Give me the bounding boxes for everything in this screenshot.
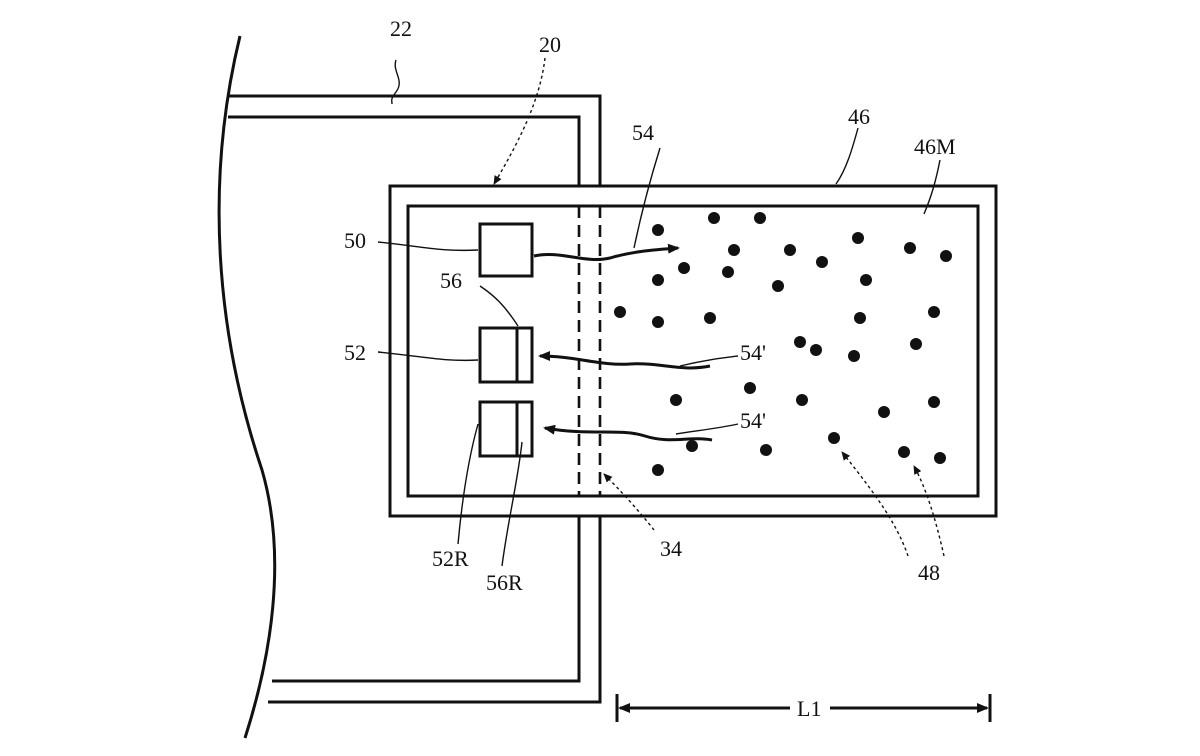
module-46M-inner [406,204,980,498]
arrow-54p-upper-incoming [538,351,711,370]
particle-dot [754,212,766,224]
label-L1: L1 [797,696,821,721]
particle-dot [728,244,740,256]
particle-dot [910,338,922,350]
label-52: 52 [344,340,366,365]
label-34: 34 [660,536,682,561]
particle-dot [928,396,940,408]
particles-48 [614,212,952,476]
label-54p-upper: 54' [740,340,766,365]
boundary-34-dashed [577,206,602,496]
label-46: 46 [848,104,870,129]
particle-dot [722,266,734,278]
particle-dot [828,432,840,444]
particle-dot [854,312,866,324]
arrow-54-outgoing [533,243,680,262]
device-22-curved-edge [217,35,277,739]
particle-dot [772,280,784,292]
particle-dot [744,382,756,394]
label-22: 22 [390,16,412,41]
label-54p-lower: 54' [740,408,766,433]
particle-dot [678,262,690,274]
particle-dot [794,336,806,348]
particle-dot [928,306,940,318]
particle-dot [898,446,910,458]
particle-dot [784,244,796,256]
particle-dot [652,316,664,328]
component-50-box [478,222,534,278]
particle-dot [652,464,664,476]
particle-dot [852,232,864,244]
particle-dot [652,224,664,236]
particle-dot [796,394,808,406]
label-20: 20 [539,32,561,57]
particle-dot [848,350,860,362]
component-52R-box [478,400,534,458]
particle-dot [940,250,952,262]
particle-dot [686,440,698,452]
label-46M: 46M [914,134,956,159]
label-56: 56 [440,268,462,293]
particle-dot [614,306,626,318]
label-56R: 56R [486,570,523,595]
component-52-box [478,326,534,384]
particle-dot [816,256,828,268]
particle-dot [878,406,890,418]
particle-dot [904,242,916,254]
dimension-L1 [615,694,992,722]
particle-dot [670,394,682,406]
particle-dot [934,452,946,464]
label-50: 50 [344,228,366,253]
particle-dot [760,444,772,456]
particle-dot [860,274,872,286]
device-22-housing [228,94,602,704]
leader-lines [377,59,941,567]
module-46-outer [388,184,998,518]
label-48: 48 [918,560,940,585]
particle-dot [708,212,720,224]
particle-dot [652,274,664,286]
particle-dot [704,312,716,324]
arrow-54p-lower-incoming [543,424,713,442]
particle-dot [810,344,822,356]
label-52R: 52R [432,546,469,571]
label-54: 54 [632,120,654,145]
dotted-leaders [493,57,945,557]
